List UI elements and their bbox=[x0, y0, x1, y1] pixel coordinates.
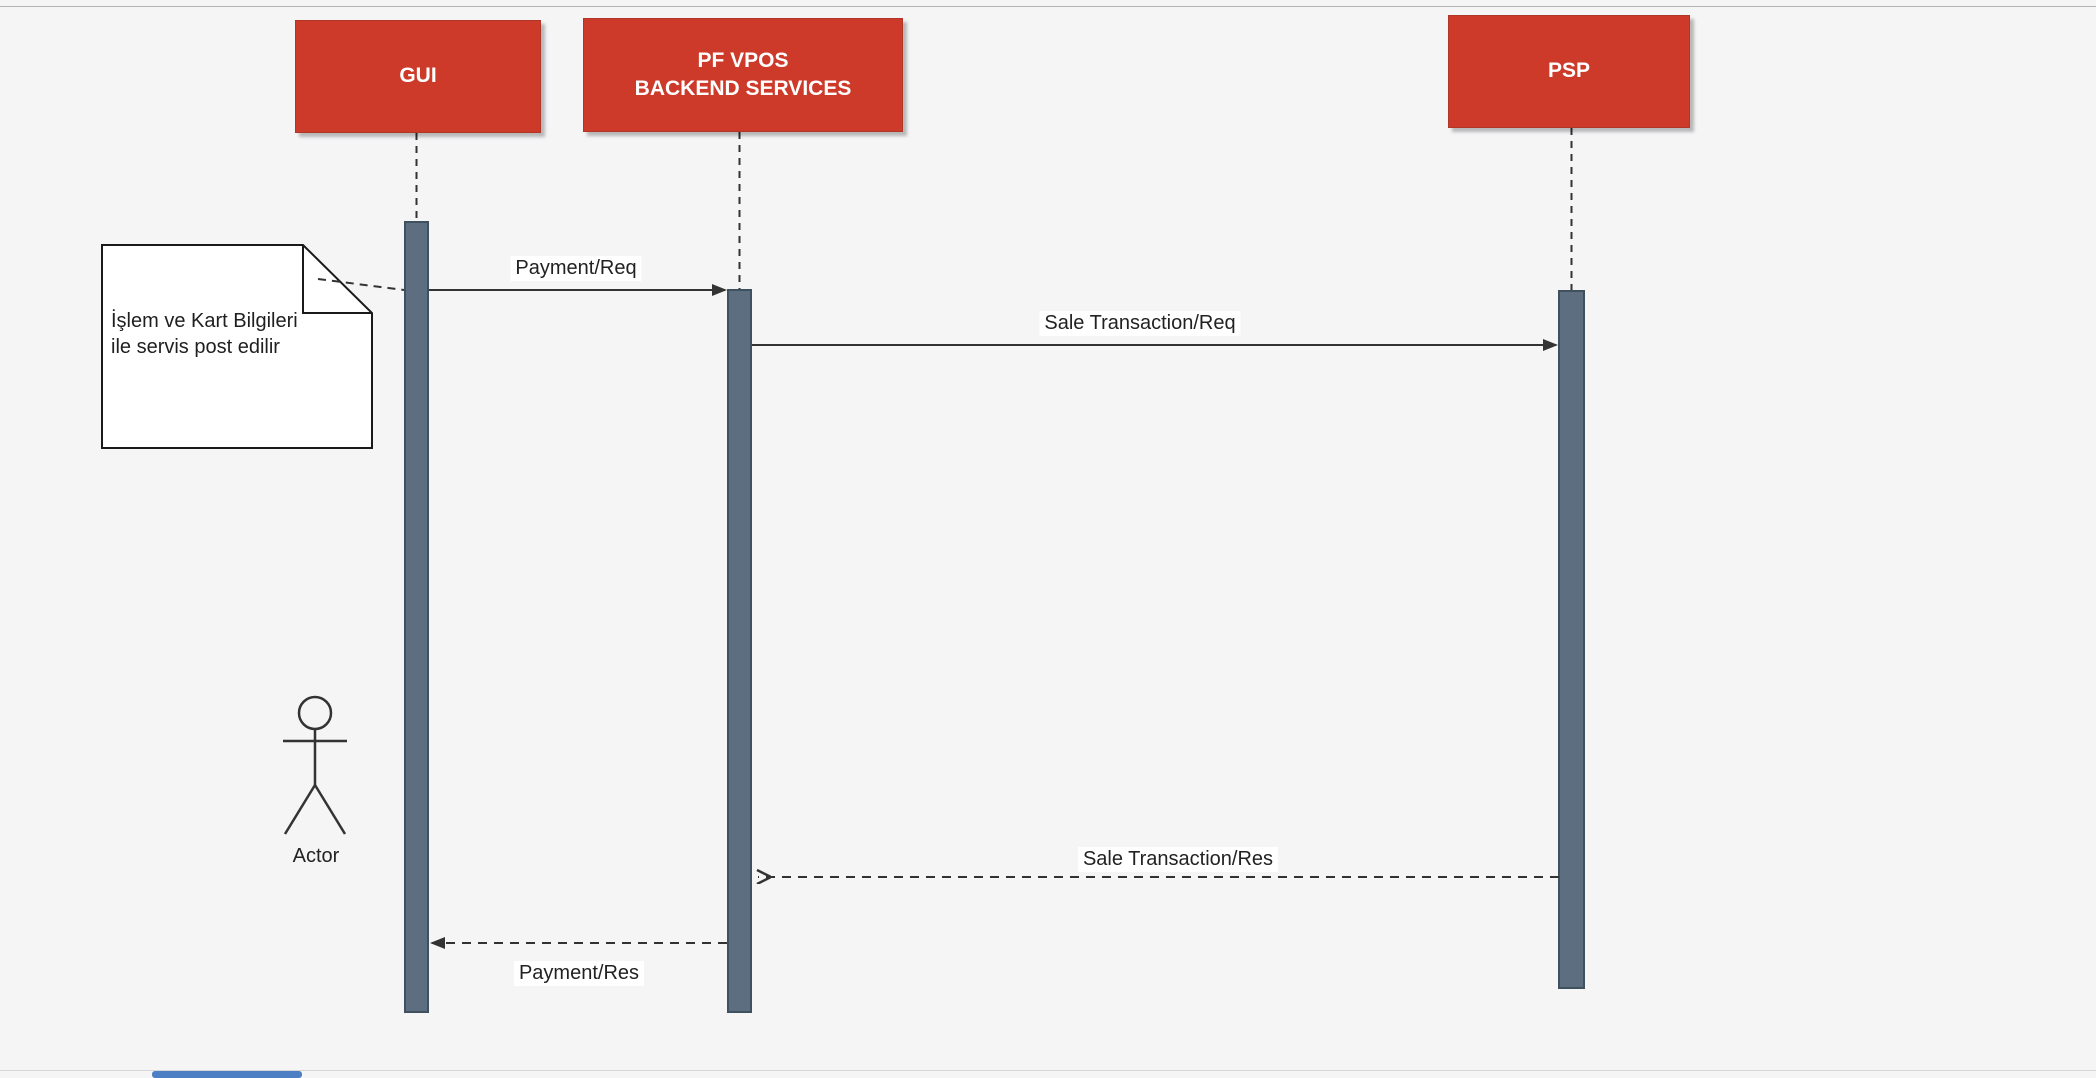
message-label-sale-transaction-req[interactable]: Sale Transaction/Req bbox=[1039, 311, 1241, 336]
activation-bar-gui[interactable] bbox=[404, 221, 429, 1013]
message-label-sale-transaction-res[interactable]: Sale Transaction/Res bbox=[1077, 847, 1279, 872]
canvas-bottom-border bbox=[0, 1070, 2096, 1071]
actor-figure[interactable] bbox=[283, 695, 347, 835]
note-shape[interactable] bbox=[101, 244, 373, 449]
horizontal-scrollbar-thumb[interactable] bbox=[152, 1071, 302, 1078]
participant-gui[interactable]: GUI bbox=[295, 20, 541, 133]
participant-pf-vpos-backend-services[interactable]: PF VPOS BACKEND SERVICES bbox=[583, 18, 903, 132]
activation-bar-pf-vpos[interactable] bbox=[727, 289, 752, 1013]
note-text: İşlem ve Kart Bilgileri ile servis post … bbox=[111, 310, 298, 358]
message-label-payment-req[interactable]: Payment/Req bbox=[510, 256, 642, 281]
message-label-payment-res[interactable]: Payment/Res bbox=[513, 961, 645, 986]
canvas-top-border bbox=[0, 6, 2096, 7]
participant-psp[interactable]: PSP bbox=[1448, 15, 1690, 128]
activation-bar-psp[interactable] bbox=[1558, 290, 1585, 989]
note-connector bbox=[317, 278, 405, 291]
actor-label: Actor bbox=[292, 845, 340, 867]
